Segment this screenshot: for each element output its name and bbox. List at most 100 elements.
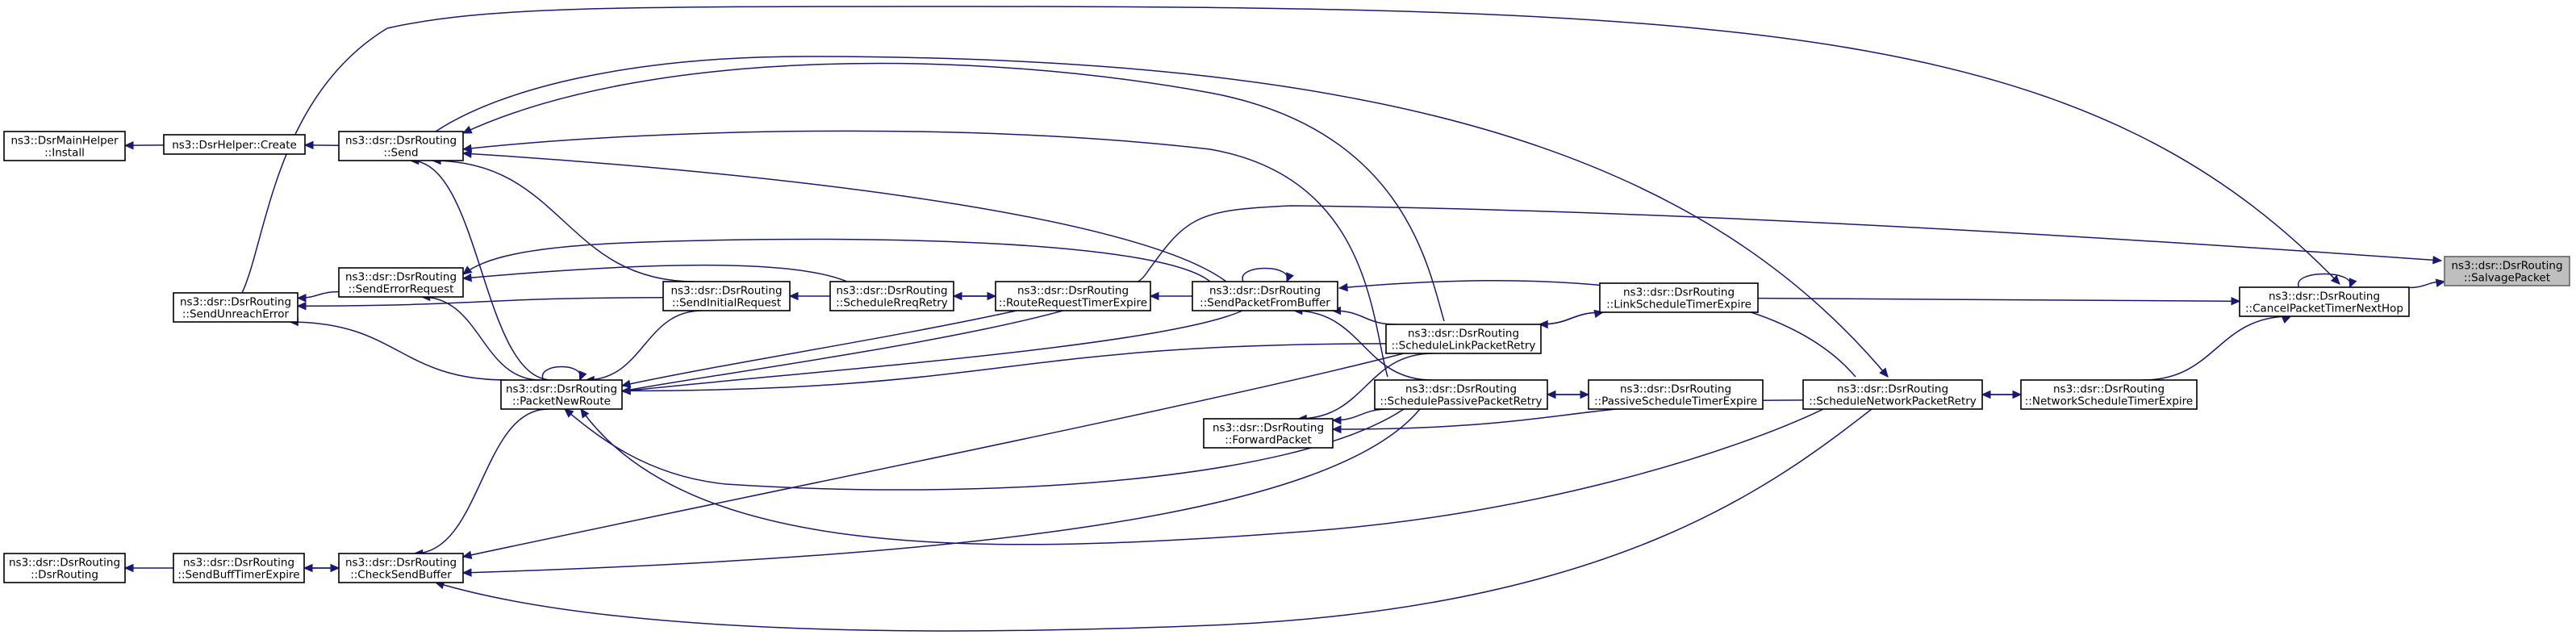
node-label: ::Send xyxy=(383,147,418,160)
node-label: ::ScheduleLinkPacketRetry xyxy=(1392,340,1536,353)
node-label: ns3::dsr::DsrRouting xyxy=(2451,260,2562,273)
edge-SchedulePassivePacketRetry-to-CheckSendBuffer-arrow xyxy=(461,568,472,577)
edge-SchedulePassivePacketRetry-to-Send-path xyxy=(462,130,1388,378)
node-box xyxy=(2020,379,2198,410)
edge-ScheduleLinkPacketRetry-to-PacketNewRoute xyxy=(620,343,1387,395)
node-SendInitialRequest[interactable]: ns3::dsr::DsrRouting::SendInitialRequest xyxy=(662,281,791,311)
edge-CancelPacketTimerNextHop-to-SalvagePacket xyxy=(2408,278,2446,289)
edge-ScheduleLinkPacketRetry-to-SendPacketFromBuffer-path xyxy=(1332,310,1397,325)
node-SendBuffTimerExpire[interactable]: ns3::dsr::DsrRouting::SendBuffTimerExpir… xyxy=(173,553,305,583)
edge-SendInitialRequest-to-SendUnreachError xyxy=(296,297,664,311)
edge-NetworkScheduleTimerExpire-to-CancelPacketTimerNextHop-path xyxy=(2142,315,2291,381)
edge-PacketNewRoute-to-SalvagePacket xyxy=(621,205,2443,392)
edge-PacketNewRoute-to-PacketNewRoute-path xyxy=(541,366,582,381)
edge-LinkScheduleTimerExpire-to-CancelPacketTimerNextHop-path xyxy=(1757,297,2240,303)
node-ScheduleLinkPacketRetry[interactable]: ns3::dsr::DsrRouting::ScheduleLinkPacket… xyxy=(1385,324,1542,354)
edge-ScheduleNetworkPacketRetry-to-SendPacketFromBuffer-arrow xyxy=(1338,282,1348,292)
edge-ScheduleNetworkPacketRetry-to-CheckSendBuffer xyxy=(434,408,1873,632)
node-CheckSendBuffer[interactable]: ns3::dsr::DsrRouting::CheckSendBuffer xyxy=(338,553,464,583)
node-label: ::ForwardPacket xyxy=(1225,434,1312,447)
node-label: ::PassiveScheduleTimerExpire xyxy=(1594,395,1757,408)
node-CancelPacketTimerNextHop[interactable]: ns3::dsr::DsrRouting::CancelPacketTimerN… xyxy=(2239,286,2410,317)
edges-layer xyxy=(123,6,2446,632)
node-ScheduleRreqRetry[interactable]: ns3::dsr::DsrRouting::ScheduleRreqRetry xyxy=(829,281,954,311)
edge-SendPacketFromBuffer-to-SendErrorRequest-arrow xyxy=(462,265,473,275)
node-label: ::SendBuffTimerExpire xyxy=(177,569,299,582)
node-box xyxy=(2444,256,2570,286)
node-label: ns3::dsr::DsrRouting xyxy=(1209,285,1321,298)
node-label: ns3::dsr::DsrRouting xyxy=(345,135,457,148)
edge-SchedulePassivePacketRetry-to-PacketNewRoute-path xyxy=(564,408,1405,491)
edge-PacketNewRoute-to-CheckSendBuffer xyxy=(413,408,549,558)
edge-SendPacketFromBuffer-to-Send-path xyxy=(462,152,1227,282)
node-SendErrorRequest[interactable]: ns3::dsr::DsrRouting::SendErrorRequest xyxy=(338,267,464,298)
node-label: ::SendPacketFromBuffer xyxy=(1200,297,1330,310)
node-box xyxy=(1802,379,1983,410)
node-box xyxy=(163,134,306,155)
edge-PacketNewRoute-to-SalvagePacket-arrow xyxy=(2432,256,2443,265)
node-ForwardPacket[interactable]: ns3::dsr::DsrRouting::ForwardPacket xyxy=(1203,418,1334,449)
edge-ScheduleNetworkPacketRetry-to-PacketNewRoute-arrow xyxy=(580,408,590,419)
edge-PacketNewRoute-to-SendUnreachError-path xyxy=(290,321,507,381)
edge-SchedulePassivePacketRetry-to-CheckSendBuffer-path xyxy=(462,408,1421,574)
edge-ScheduleLinkPacketRetry-to-PacketNewRoute-path xyxy=(621,343,1387,392)
edge-PacketNewRoute-to-PacketNewRoute-arrow xyxy=(578,370,587,382)
edge-SendInitialRequest-to-SendUnreachError-path xyxy=(297,297,664,307)
node-SalvagePacket[interactable]: ns3::dsr::DsrRouting::SalvagePacket xyxy=(2444,256,2570,286)
edge-SchedulePassivePacketRetry-to-SendPacketFromBuffer-path xyxy=(1293,310,1433,381)
node-ScheduleNetworkPacketRetry[interactable]: ns3::dsr::DsrRouting::ScheduleNetworkPac… xyxy=(1802,379,1983,410)
node-Send[interactable]: ns3::dsr::DsrRouting::Send xyxy=(338,131,464,161)
edge-SendPacketFromBuffer-to-Send-arrow xyxy=(461,149,472,158)
node-DsrMainHelperInstall[interactable]: ns3::DsrMainHelper::Install xyxy=(3,131,126,161)
edge-RouteRequestTimerExpire-to-ScheduleRreqRetry xyxy=(952,291,996,301)
node-box xyxy=(1203,418,1334,449)
node-LinkScheduleTimerExpire[interactable]: ns3::dsr::DsrRouting::LinkScheduleTimerE… xyxy=(1599,282,1759,313)
edge-SendUnreachError-to-CancelPacketTimerNextHop-path xyxy=(241,6,2340,294)
node-DsrRoutingCtor[interactable]: ns3::dsr::DsrRouting::DsrRouting xyxy=(3,553,126,583)
edge-SendBuffTimerExpire-to-DsrRoutingCtor xyxy=(123,563,174,573)
edge-CancelPacketTimerNextHop-to-SalvagePacket-arrow xyxy=(2435,278,2446,287)
edge-PacketNewRoute-to-Send-path xyxy=(410,160,553,381)
edge-SendInitialRequest-to-Send xyxy=(431,156,695,282)
node-PacketNewRoute[interactable]: ns3::dsr::DsrRouting::PacketNewRoute xyxy=(500,379,623,410)
edge-SendPacketFromBuffer-to-RouteRequestTimerExpire xyxy=(1149,291,1192,301)
node-box xyxy=(173,292,299,323)
edge-LinkScheduleTimerExpire-to-ScheduleLinkPacketRetry-path xyxy=(1539,311,1603,325)
edge-PassiveScheduleTimerExpire-to-SchedulePassivePacketRetry-arrow xyxy=(1546,390,1556,399)
node-SchedulePassivePacketRetry[interactable]: ns3::dsr::DsrRouting::SchedulePassivePac… xyxy=(1374,379,1548,410)
node-label: ns3::dsr::DsrRouting xyxy=(670,285,782,298)
node-box xyxy=(1385,324,1542,354)
node-label: ::CancelPacketTimerNextHop xyxy=(2245,303,2403,315)
edge-SendPacketFromBuffer-to-SendPacketFromBuffer-arrow xyxy=(1286,272,1294,283)
edge-ScheduleLinkPacketRetry-to-SendPacketFromBuffer xyxy=(1331,306,1397,325)
node-NetworkScheduleTimerExpire[interactable]: ns3::dsr::DsrRouting::NetworkScheduleTim… xyxy=(2020,379,2198,410)
edge-SchedulePassivePacketRetry-to-ForwardPacket xyxy=(1331,408,1389,425)
edge-ScheduleLinkPacketRetry-to-CheckSendBuffer xyxy=(461,353,1405,559)
edge-ScheduleNetworkPacketRetry-to-PacketNewRoute xyxy=(580,408,1824,545)
edge-LinkScheduleTimerExpire-to-ScheduleLinkPacketRetry-arrow xyxy=(1539,320,1548,329)
edge-SendPacketFromBuffer-to-PacketNewRoute xyxy=(620,310,1243,395)
node-label: ::Install xyxy=(44,147,85,160)
edge-SendPacketFromBuffer-to-PacketNewRoute-path xyxy=(621,310,1243,392)
node-box xyxy=(3,553,126,583)
edge-PacketNewRoute-to-SalvagePacket-path xyxy=(621,205,2442,392)
edge-SendPacketFromBuffer-to-Send xyxy=(461,149,1227,282)
edge-ScheduleLinkPacketRetry-to-Send-path xyxy=(462,62,1445,322)
node-box xyxy=(1192,281,1338,311)
node-label: ns3::DsrMainHelper xyxy=(10,135,119,148)
node-SendPacketFromBuffer[interactable]: ns3::dsr::DsrRouting::SendPacketFromBuff… xyxy=(1192,281,1338,311)
edge-ScheduleLinkPacketRetry-to-ForwardPacket-path xyxy=(1298,353,1434,420)
edge-SendInitialRequest-to-SendUnreachError-arrow xyxy=(296,301,307,311)
edge-PacketNewRoute-to-PacketNewRoute xyxy=(541,366,587,382)
node-label: ns3::dsr::DsrRouting xyxy=(1017,285,1129,298)
edge-PacketNewRoute-to-SendErrorRequest-path xyxy=(421,296,541,381)
node-SendUnreachError[interactable]: ns3::dsr::DsrRouting::SendUnreachError xyxy=(173,292,299,323)
node-DsrHelperCreate[interactable]: ns3::DsrHelper::Create xyxy=(163,134,306,155)
edge-SchedulePassivePacketRetry-to-PacketNewRoute xyxy=(564,408,1405,491)
edge-DsrHelperCreate-to-DsrMainHelperInstall-arrow xyxy=(123,141,134,150)
edge-Send-to-ScheduleNetworkPacketRetry-path xyxy=(435,56,1889,378)
node-label: ns3::dsr::DsrRouting xyxy=(506,383,617,396)
node-box xyxy=(338,553,464,583)
node-PassiveScheduleTimerExpire[interactable]: ns3::dsr::DsrRouting::PassiveScheduleTim… xyxy=(1588,379,1764,410)
node-RouteRequestTimerExpire[interactable]: ns3::dsr::DsrRouting::RouteRequestTimerE… xyxy=(995,281,1151,311)
